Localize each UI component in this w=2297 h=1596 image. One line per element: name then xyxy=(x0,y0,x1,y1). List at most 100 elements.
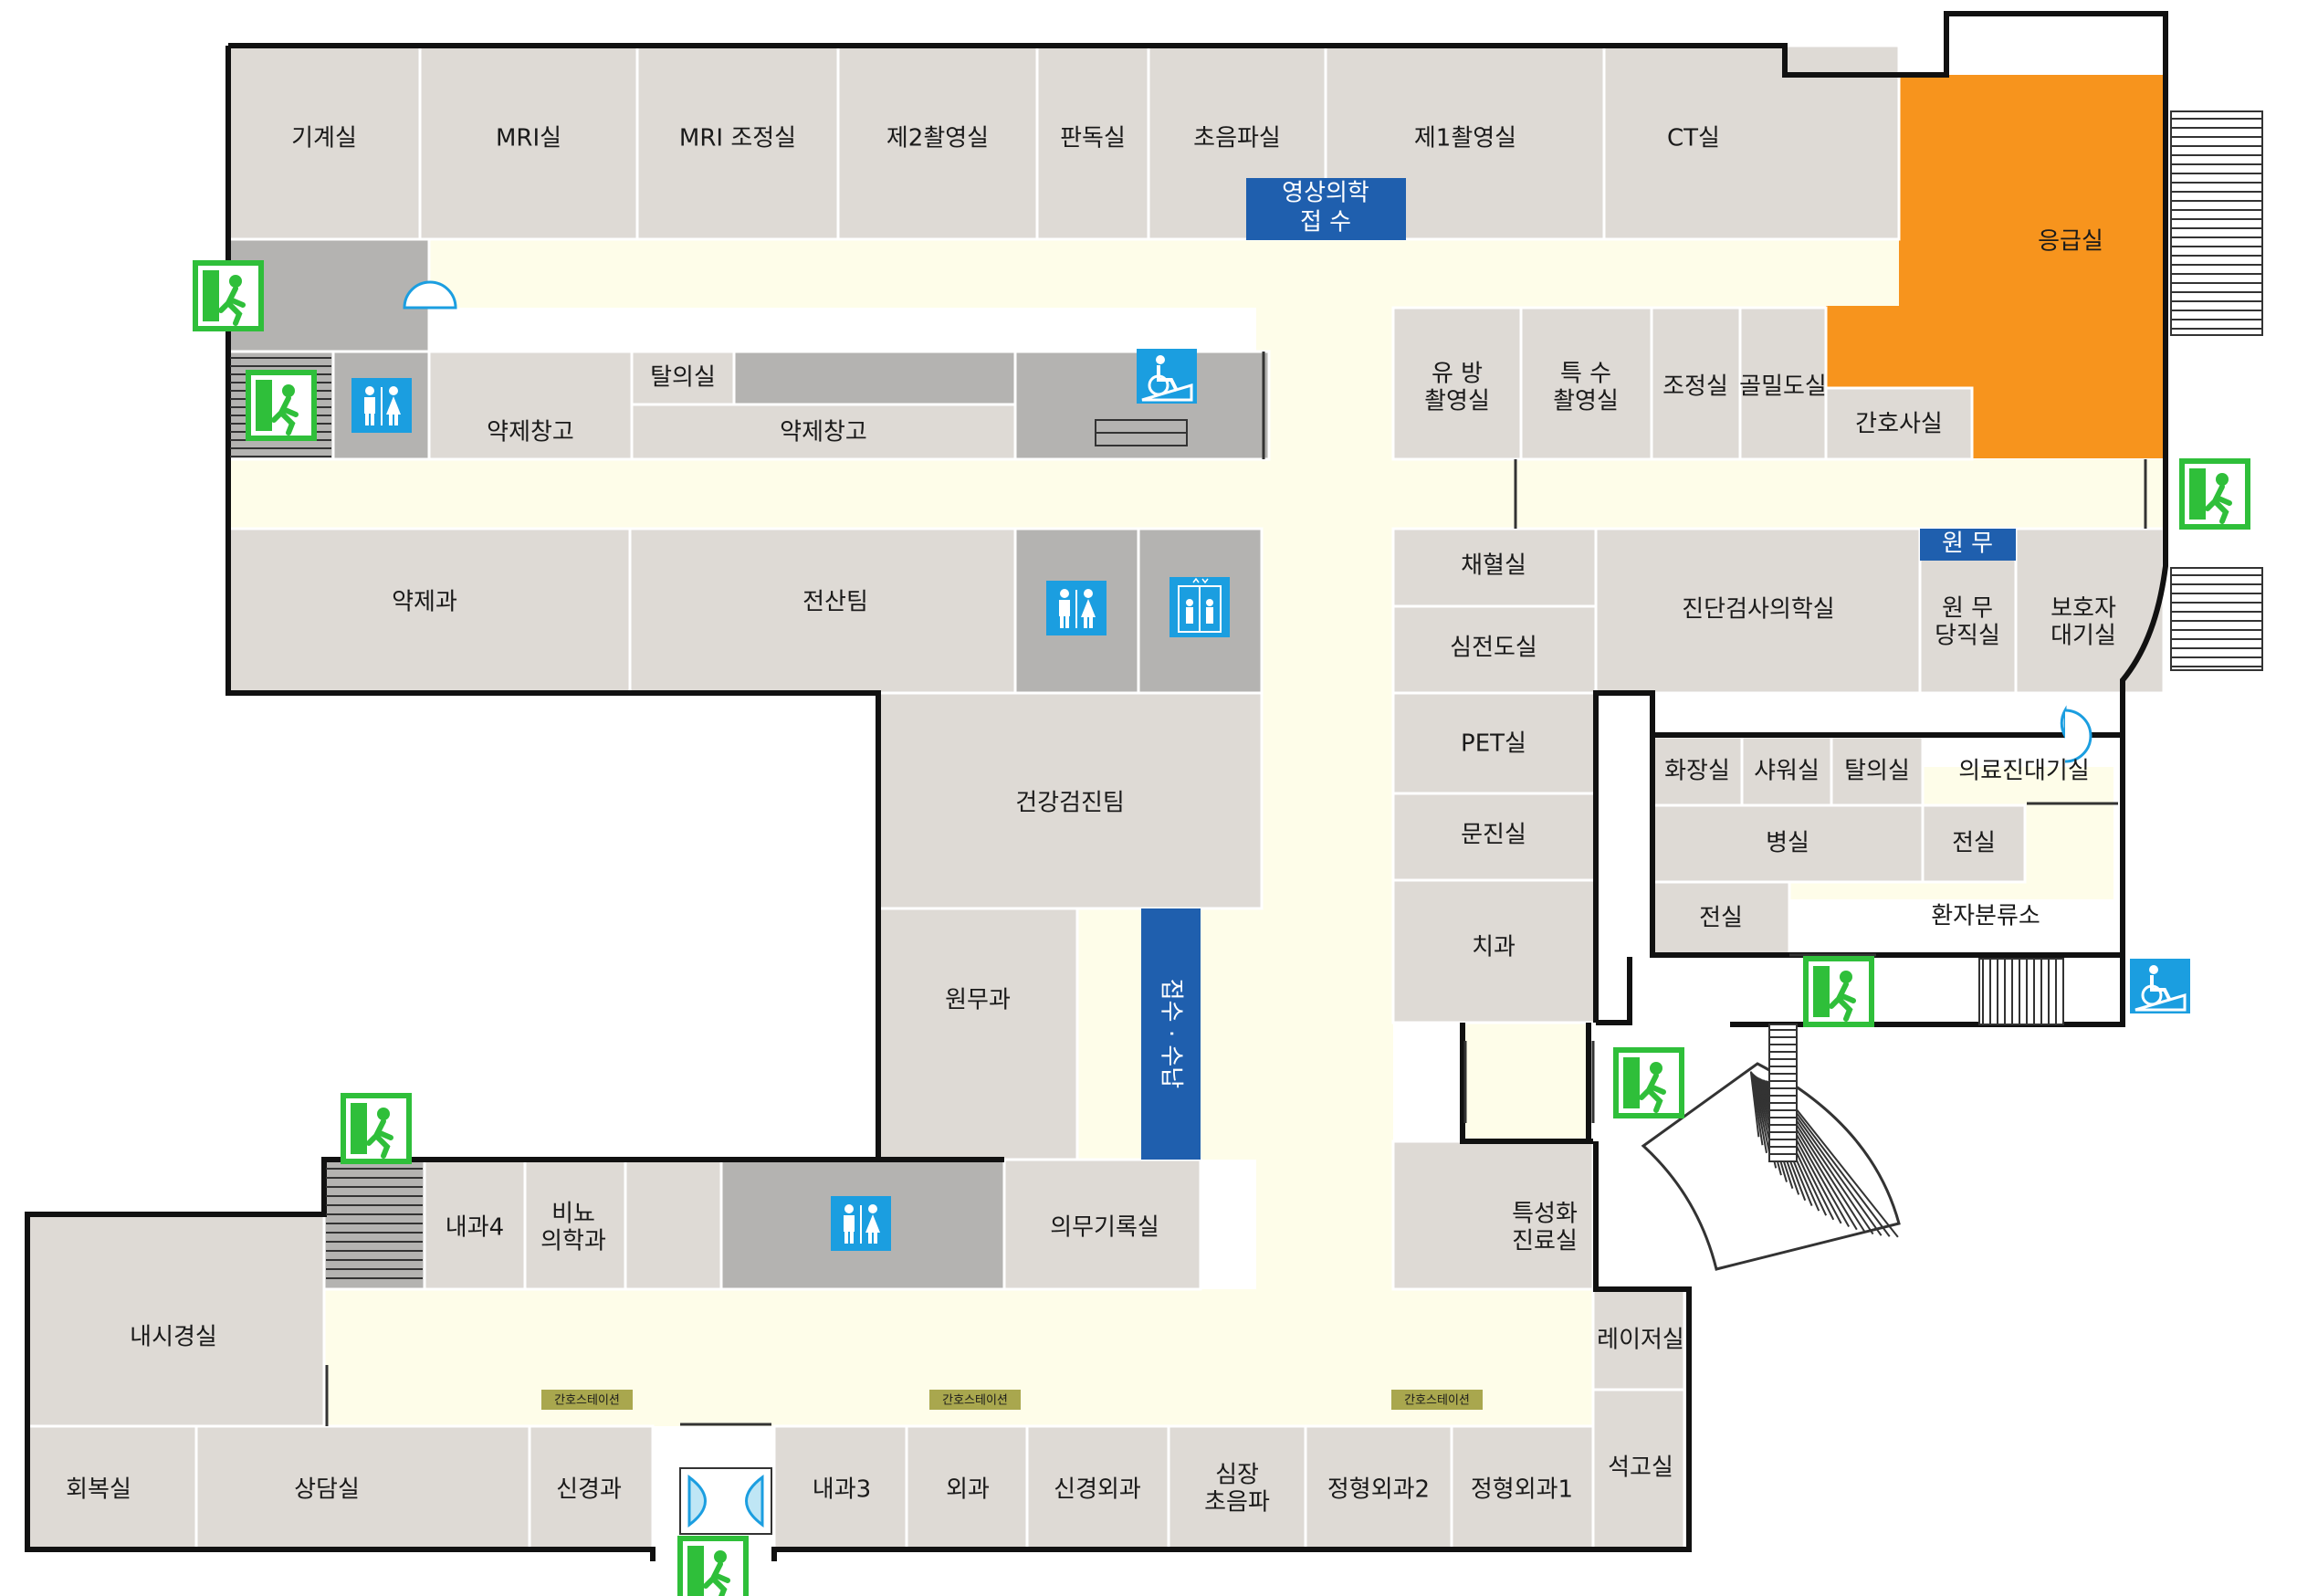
label-cardiac-us-1: 심장 xyxy=(1215,1462,1259,1489)
label-bone-density: 골밀도실 xyxy=(1739,373,1827,401)
label-makeup: 화장실 xyxy=(1664,758,1730,785)
label-checkup: 건강검진팀 xyxy=(1015,790,1125,817)
label-pharm-store2: 약제창고 xyxy=(780,419,867,446)
label-xray1: 제1촬영실 xyxy=(1414,125,1516,152)
label-neurosurgery: 신경외과 xyxy=(1054,1476,1141,1504)
room-control[interactable] xyxy=(1650,306,1742,461)
label-triage: 환자분류소 xyxy=(1931,903,2040,930)
label-it: 전산팀 xyxy=(802,589,868,616)
room-special-care[interactable] xyxy=(1391,1139,1595,1291)
label-counsel: 상담실 xyxy=(294,1476,360,1504)
room-pharm-store1[interactable] xyxy=(427,350,634,461)
room-special[interactable] xyxy=(1519,306,1653,461)
room-neuro[interactable] xyxy=(528,1424,655,1551)
elevator-icon xyxy=(1169,576,1231,638)
exit-icon xyxy=(680,1538,746,1596)
room-neurosurgery[interactable] xyxy=(1025,1424,1170,1551)
label-ultrasound: 초음파실 xyxy=(1193,125,1281,152)
room-labels: 기계실 MRI실 MRI 조정실 제2촬영실 판독실 초음파실 제1촬영실 CT… xyxy=(66,125,2116,1517)
room-guardian[interactable] xyxy=(2014,527,2166,695)
accessible-ramp-icon xyxy=(1135,347,1199,405)
room-mammo[interactable] xyxy=(1391,306,1523,461)
exit-icon xyxy=(1616,1050,1682,1116)
exit-icon xyxy=(248,373,314,438)
label-undress1: 탈의실 xyxy=(650,364,716,392)
label-shower: 샤워실 xyxy=(1754,758,1820,785)
label-duty-sign: 원 무 xyxy=(1942,530,1993,558)
room-mri[interactable] xyxy=(418,44,639,241)
label-im3: 내과3 xyxy=(813,1476,871,1504)
stairs xyxy=(230,110,2263,1279)
restroom-icon xyxy=(351,378,412,433)
label-nurse-station-1: 간호스테이션 xyxy=(554,1394,620,1408)
room-checkup[interactable] xyxy=(876,691,1264,910)
room-dental[interactable] xyxy=(1391,878,1598,1024)
room-records[interactable] xyxy=(1002,1158,1202,1291)
label-pharm-store1: 약제창고 xyxy=(487,419,574,446)
room-recovery[interactable] xyxy=(26,1424,198,1551)
label-blood: 채혈실 xyxy=(1461,552,1526,580)
room-undress1[interactable] xyxy=(630,350,736,406)
label-guardian-1: 보호자 xyxy=(2051,595,2116,623)
label-lab-medicine: 진단검사의학실 xyxy=(1682,596,1834,624)
label-neuro: 신경과 xyxy=(556,1476,622,1504)
top-row-rooms xyxy=(226,44,1901,241)
label-ortho2: 정형외과2 xyxy=(1327,1476,1430,1504)
accessible-ramp-icon xyxy=(2128,957,2192,1015)
room-pharmacy[interactable] xyxy=(226,527,632,695)
label-duty-room-2: 당직실 xyxy=(1935,623,2000,650)
label-undress2: 탈의실 xyxy=(1844,758,1910,785)
nurse-station-2 xyxy=(929,1390,1021,1410)
room-admin[interactable] xyxy=(876,907,1079,1161)
label-ortho1: 정형외과1 xyxy=(1471,1476,1573,1504)
room-jeonsil1[interactable] xyxy=(1651,880,1791,957)
nurse-station-1 xyxy=(541,1390,633,1410)
room-bone-density[interactable] xyxy=(1738,306,1828,461)
label-reading: 판독실 xyxy=(1060,125,1126,152)
room-ecg[interactable] xyxy=(1391,604,1598,695)
room-ct[interactable] xyxy=(1602,44,1901,241)
exit-icon xyxy=(2182,461,2248,527)
restroom-icon xyxy=(1046,581,1107,635)
label-ward: 병실 xyxy=(1766,830,1809,857)
room-pet[interactable] xyxy=(1391,691,1598,795)
label-imaging-reception-1: 영상의학 xyxy=(1282,180,1369,207)
label-ct: CT실 xyxy=(1667,125,1720,152)
label-endoscopy: 내시경실 xyxy=(130,1324,217,1351)
imaging-reception-sign[interactable] xyxy=(1246,178,1406,240)
exit-icon xyxy=(1806,959,1872,1024)
label-nurse: 간호사실 xyxy=(1855,411,1943,438)
room-endoscopy[interactable] xyxy=(26,1213,326,1428)
room-mech[interactable] xyxy=(226,44,422,241)
room-im3[interactable] xyxy=(772,1424,908,1551)
room-surgery[interactable] xyxy=(905,1424,1029,1551)
room-nurse[interactable] xyxy=(1824,386,1974,461)
room-lab-medicine[interactable] xyxy=(1594,527,1922,695)
room-laser[interactable] xyxy=(1591,1287,1686,1391)
room-jeonsil2[interactable] xyxy=(1921,803,2027,884)
label-reception-vertical: 접수 · 수납 xyxy=(1158,979,1185,1089)
duty-sign[interactable] xyxy=(1920,529,2016,561)
label-urology-1: 비뇨 xyxy=(551,1201,595,1228)
label-cardiac-us-2: 초음파 xyxy=(1204,1489,1270,1517)
room-ortho1[interactable] xyxy=(1450,1424,1595,1551)
label-records: 의무기록실 xyxy=(1050,1214,1159,1242)
room-im4[interactable] xyxy=(423,1158,527,1291)
label-lithotripsy: 석고실 xyxy=(1608,1454,1673,1482)
doors xyxy=(325,280,2147,1535)
room-ortho2[interactable] xyxy=(1304,1424,1453,1551)
label-pet: PET실 xyxy=(1461,730,1526,758)
room-it[interactable] xyxy=(628,527,1017,695)
room-counsel[interactable] xyxy=(194,1424,531,1551)
room-lithotripsy[interactable] xyxy=(1591,1388,1686,1551)
room-cardiac-us[interactable] xyxy=(1167,1424,1307,1551)
label-nurse-station-3: 간호스테이션 xyxy=(1404,1394,1470,1408)
label-im4: 내과4 xyxy=(446,1214,504,1242)
label-mammo-2: 촬영실 xyxy=(1424,388,1490,415)
label-mri: MRI실 xyxy=(496,125,561,152)
label-emergency: 응급실 xyxy=(2038,228,2103,256)
label-duty-room-1: 원 무 xyxy=(1942,595,1993,623)
label-nurse-station-2: 간호스테이션 xyxy=(942,1394,1008,1408)
reception-payment-sign[interactable] xyxy=(1141,908,1201,1160)
